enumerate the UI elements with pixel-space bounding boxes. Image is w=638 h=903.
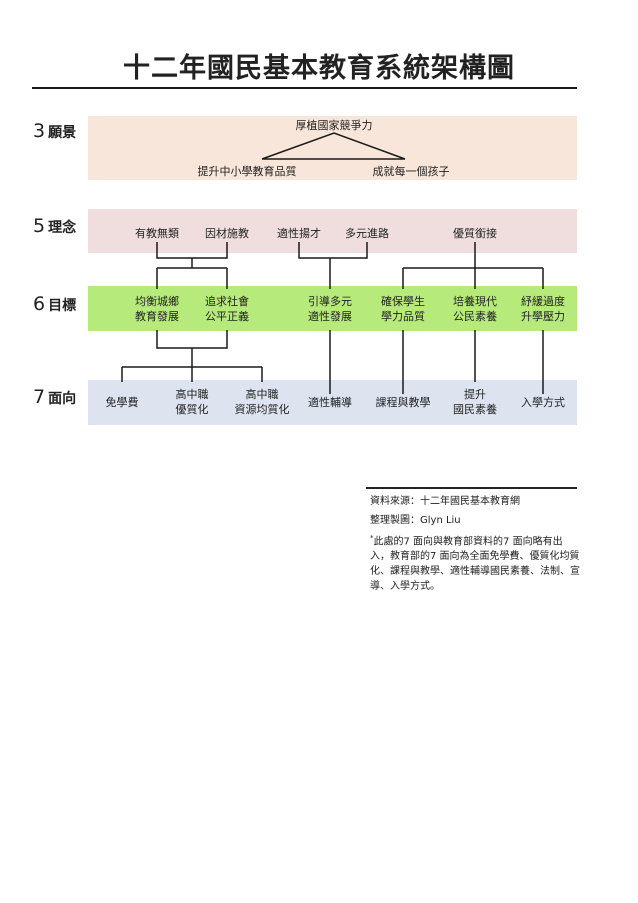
goal-node: 培養現代 公民素養 [453,295,497,323]
row-number: 3 [33,120,46,142]
aspect-node: 入學方式 [521,396,565,409]
aspect-node: 提升 國民素養 [453,388,497,416]
vision-band [88,116,577,180]
row-title: 理念 [48,220,77,236]
goal-node: 確保學生 學力品質 [381,295,425,323]
title-divider [32,87,577,89]
goal-node: 均衡城鄉 教育發展 [135,295,179,323]
vision-left-node: 提升中小學教育品質 [197,165,297,178]
remark-note: *此處的7 面向與教育部資料的7 面向略有出入，教育部的7 面向為全面免學費、優… [370,531,580,594]
idea-node: 因材施教 [205,227,249,240]
row-title: 目標 [48,298,77,314]
vision-main-node: 厚植國家競爭力 [295,119,373,132]
idea-node: 有教無類 [135,227,179,240]
row-number: 7 [33,386,46,408]
connector-ideas-to-goals-left [156,242,228,289]
connector-idea5-to-goals [402,242,544,289]
source-note: 資料來源：十二年國民基本教育網 [370,496,520,507]
row-title: 面向 [48,391,77,407]
goal-node: 引導多元 適性發展 [308,295,352,323]
aspect-node: 適性輔導 [308,396,352,409]
idea-node: 適性揚才 [277,227,321,240]
aspect-node: 高中職 資源均質化 [234,388,290,416]
goal-node: 追求社會 公平正義 [205,295,249,323]
page-title: 十二年國民基本教育系統架構圖 [123,53,515,84]
aspect-node: 課程與教學 [375,396,431,409]
aspect-band [88,380,577,425]
vision-connector [261,132,406,160]
goal-band [88,286,577,331]
row-number: 5 [33,215,46,237]
aspect-node: 免學費 [105,396,139,409]
connector-goals-to-aspects-left [121,330,263,382]
author-note: 整理製圖：Glyn Liu [370,515,461,526]
footnote-mark: * [370,534,374,542]
connector-ideas-to-goal-3 [298,242,368,289]
row-number: 6 [33,293,46,315]
row-title: 願景 [48,125,77,141]
goal-node: 紓緩過度 升學壓力 [521,295,565,323]
vision-right-node: 成就每一個孩子 [372,165,450,178]
idea-band [88,209,577,253]
remark-text: 此處的7 面向與教育部資料的7 面向略有出入，教育部的7 面向為全面免學費、優質… [370,536,580,593]
idea-node: 優質銜接 [453,227,497,240]
notes-divider [366,487,577,489]
idea-node: 多元進路 [345,227,389,240]
aspect-node: 高中職 優質化 [175,388,209,416]
